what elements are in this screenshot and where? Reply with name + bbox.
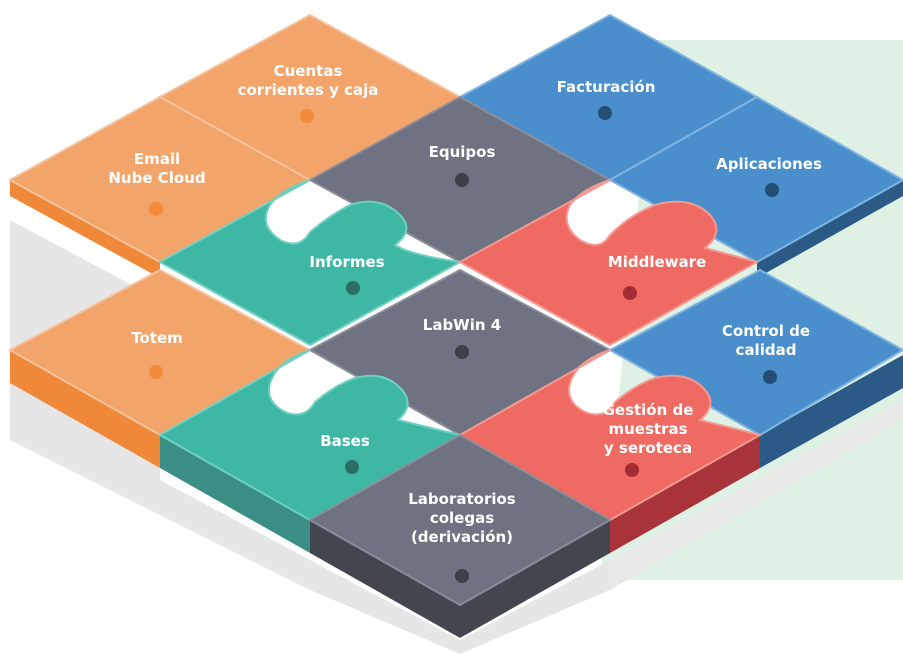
tile-informes [157,179,464,347]
dot-cuentas [300,109,314,123]
label-totem: Totem [131,329,183,347]
label-equipos: Equipos [429,143,496,161]
label-bases: Bases [320,432,370,450]
side-gestion [610,435,760,553]
dot-gestion [625,463,639,477]
label-informes: Informes [309,253,384,271]
dot-laboratorios [455,569,469,583]
label-facturacion: Facturación [557,78,656,96]
side-totem [10,350,160,468]
tile-laboratorios [307,433,613,607]
side-email [10,180,160,278]
label-middleware: Middleware [608,253,706,271]
side-laboratorios-right [460,520,610,638]
dot-middleware [623,286,637,300]
side-bases [160,435,310,553]
right-shadow [610,400,903,590]
dot-bases [345,460,359,474]
label-aplicaciones: Aplicaciones [716,155,822,173]
dot-aplicaciones [765,183,779,197]
dot-labwin [455,345,469,359]
label-labwin: LabWin 4 [423,316,501,334]
dot-equipos [455,173,469,187]
dot-email [149,202,163,216]
side-aplicaciones [757,180,903,278]
dot-totem [149,365,163,379]
side-laboratorios-left [310,520,460,638]
tile-middleware [457,179,760,347]
dot-control [763,370,777,384]
dot-informes [346,281,360,295]
dot-facturacion [598,106,612,120]
side-control [760,355,903,468]
